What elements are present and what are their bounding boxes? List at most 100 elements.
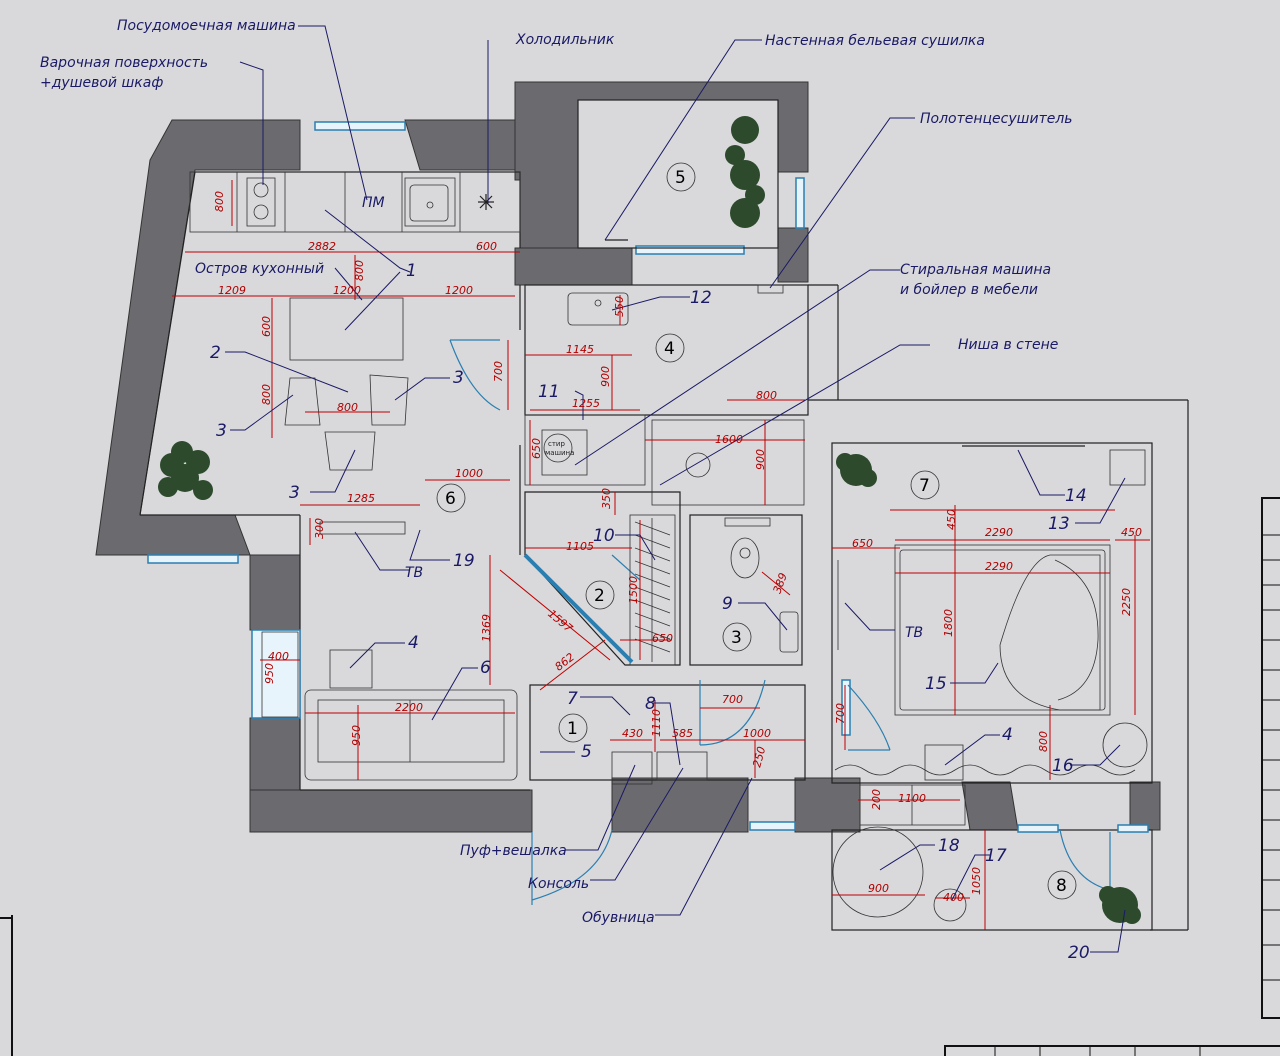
dim-900c: 900 xyxy=(868,882,889,895)
callout-18: 18 xyxy=(938,836,960,856)
dim-2250: 2250 xyxy=(1120,588,1133,616)
label-washer-line1: Стиральная машина xyxy=(900,262,1051,278)
dim-1200b: 1200 xyxy=(445,284,473,297)
dim-600b: 600 xyxy=(260,316,273,337)
callout-10: 10 xyxy=(593,526,615,546)
dim-950b: 950 xyxy=(350,725,363,746)
dim-300: 300 xyxy=(313,518,326,539)
plant-bedroom xyxy=(836,453,877,487)
callout-3c: 3 xyxy=(289,483,300,503)
dim-800f: 800 xyxy=(1037,731,1050,752)
callout-12: 12 xyxy=(690,288,712,308)
leader-lines xyxy=(225,25,1126,953)
dim-700a: 700 xyxy=(492,361,505,382)
dim-700c: 700 xyxy=(834,703,847,724)
dim-1285: 1285 xyxy=(347,492,375,505)
callout-19: 19 xyxy=(453,551,475,571)
label-washer-line2: и бойлер в мебели xyxy=(900,282,1038,298)
dim-800b: 800 xyxy=(353,260,366,281)
dim-700b: 700 xyxy=(722,693,743,706)
dim-650c: 650 xyxy=(852,537,873,550)
dim-800e: 800 xyxy=(756,389,777,402)
label-pm: ПМ xyxy=(362,195,385,211)
plant-balcony8 xyxy=(1099,886,1141,924)
dim-800c: 800 xyxy=(260,384,273,405)
dim-1105: 1105 xyxy=(566,540,594,553)
dim-1200a: 1200 xyxy=(333,284,361,297)
dim-800a: 800 xyxy=(213,191,226,212)
callout-17: 17 xyxy=(985,846,1007,866)
dim-900b: 900 xyxy=(754,449,767,470)
dim-350: 350 xyxy=(600,488,613,509)
callout-2: 2 xyxy=(210,343,221,363)
dim-2290b: 2290 xyxy=(985,560,1013,573)
dim-1255: 1255 xyxy=(572,397,600,410)
room-4: 4 xyxy=(664,339,675,359)
label-fridge: Холодильник xyxy=(515,32,615,48)
plan-outlines xyxy=(139,171,1189,931)
dim-2200: 2200 xyxy=(395,701,423,714)
dim-550: 550 xyxy=(613,296,626,317)
dim-1145: 1145 xyxy=(566,343,594,356)
room-3: 3 xyxy=(731,628,742,648)
label-cooktop-line1: Варочная поверхность xyxy=(40,55,208,71)
label-niche: Ниша в стене xyxy=(958,337,1058,353)
callout-5: 5 xyxy=(581,742,592,762)
dim-585: 585 xyxy=(672,727,693,740)
dim-400: 400 xyxy=(268,650,289,663)
callout-6: 6 xyxy=(480,658,491,678)
dim-1500: 1500 xyxy=(627,576,640,604)
room-6: 6 xyxy=(445,489,456,509)
dim-1209: 1209 xyxy=(218,284,246,297)
callout-8: 8 xyxy=(645,694,656,714)
dim-1600: 1600 xyxy=(715,433,743,446)
callout-9: 9 xyxy=(722,594,733,614)
doors xyxy=(449,339,1111,905)
callout-15: 15 xyxy=(925,674,947,694)
room-7: 7 xyxy=(919,476,930,496)
title-block xyxy=(944,497,1280,1056)
label-tv-living: ТВ xyxy=(405,565,423,581)
plant-balcony5 xyxy=(725,116,765,228)
callout-3b: 3 xyxy=(216,421,227,441)
dim-400b: 400 xyxy=(943,891,964,904)
plant-kitchen xyxy=(158,441,213,500)
room-8: 8 xyxy=(1056,876,1067,896)
dim-2290a: 2290 xyxy=(985,526,1013,539)
dim-650b: 650 xyxy=(652,632,673,645)
callout-numbers: 1 2 3 3 3 4 4 5 6 7 8 9 10 11 12 13 14 1… xyxy=(210,261,1090,963)
room-2: 2 xyxy=(594,586,605,606)
dim-200: 200 xyxy=(870,789,883,810)
callout-16: 16 xyxy=(1052,756,1074,776)
label-dryer: Настенная бельевая сушилка xyxy=(765,33,985,49)
dim-950a: 950 xyxy=(263,663,276,684)
dim-1100: 1100 xyxy=(898,792,926,805)
dim-1000b: 1000 xyxy=(743,727,771,740)
dim-430: 430 xyxy=(622,727,643,740)
room-5: 5 xyxy=(675,168,686,188)
label-dishwasher: Посудомоечная машина xyxy=(117,18,296,34)
plants xyxy=(158,116,1141,924)
dim-650a: 650 xyxy=(530,438,543,459)
dim-1110: 1110 xyxy=(650,709,663,737)
dim-1800: 1800 xyxy=(942,609,955,637)
dim-900a: 900 xyxy=(599,366,612,387)
label-cooktop-line2: +душевой шкаф xyxy=(40,75,163,91)
callout-11: 11 xyxy=(538,382,560,402)
washer-box-line1: стир xyxy=(548,440,565,448)
label-tv-bedroom: ТВ xyxy=(905,625,923,641)
callout-20: 20 xyxy=(1068,943,1090,963)
dim-2882: 2882 xyxy=(308,240,336,253)
dim-800d: 800 xyxy=(337,401,358,414)
callout-13: 13 xyxy=(1048,514,1070,534)
callout-7: 7 xyxy=(567,689,578,709)
dim-250: 250 xyxy=(750,745,768,769)
callout-3a: 3 xyxy=(453,368,464,388)
callout-4b: 4 xyxy=(1002,725,1013,745)
label-towel: Полотенцесушитель xyxy=(920,111,1073,127)
label-puf: Пуф+вешалка xyxy=(460,843,567,859)
text-labels: Посудомоечная машина Варочная поверхност… xyxy=(40,18,1073,926)
room-markers: 1 2 3 4 5 6 7 8 xyxy=(436,162,1077,900)
room-1: 1 xyxy=(567,719,578,739)
